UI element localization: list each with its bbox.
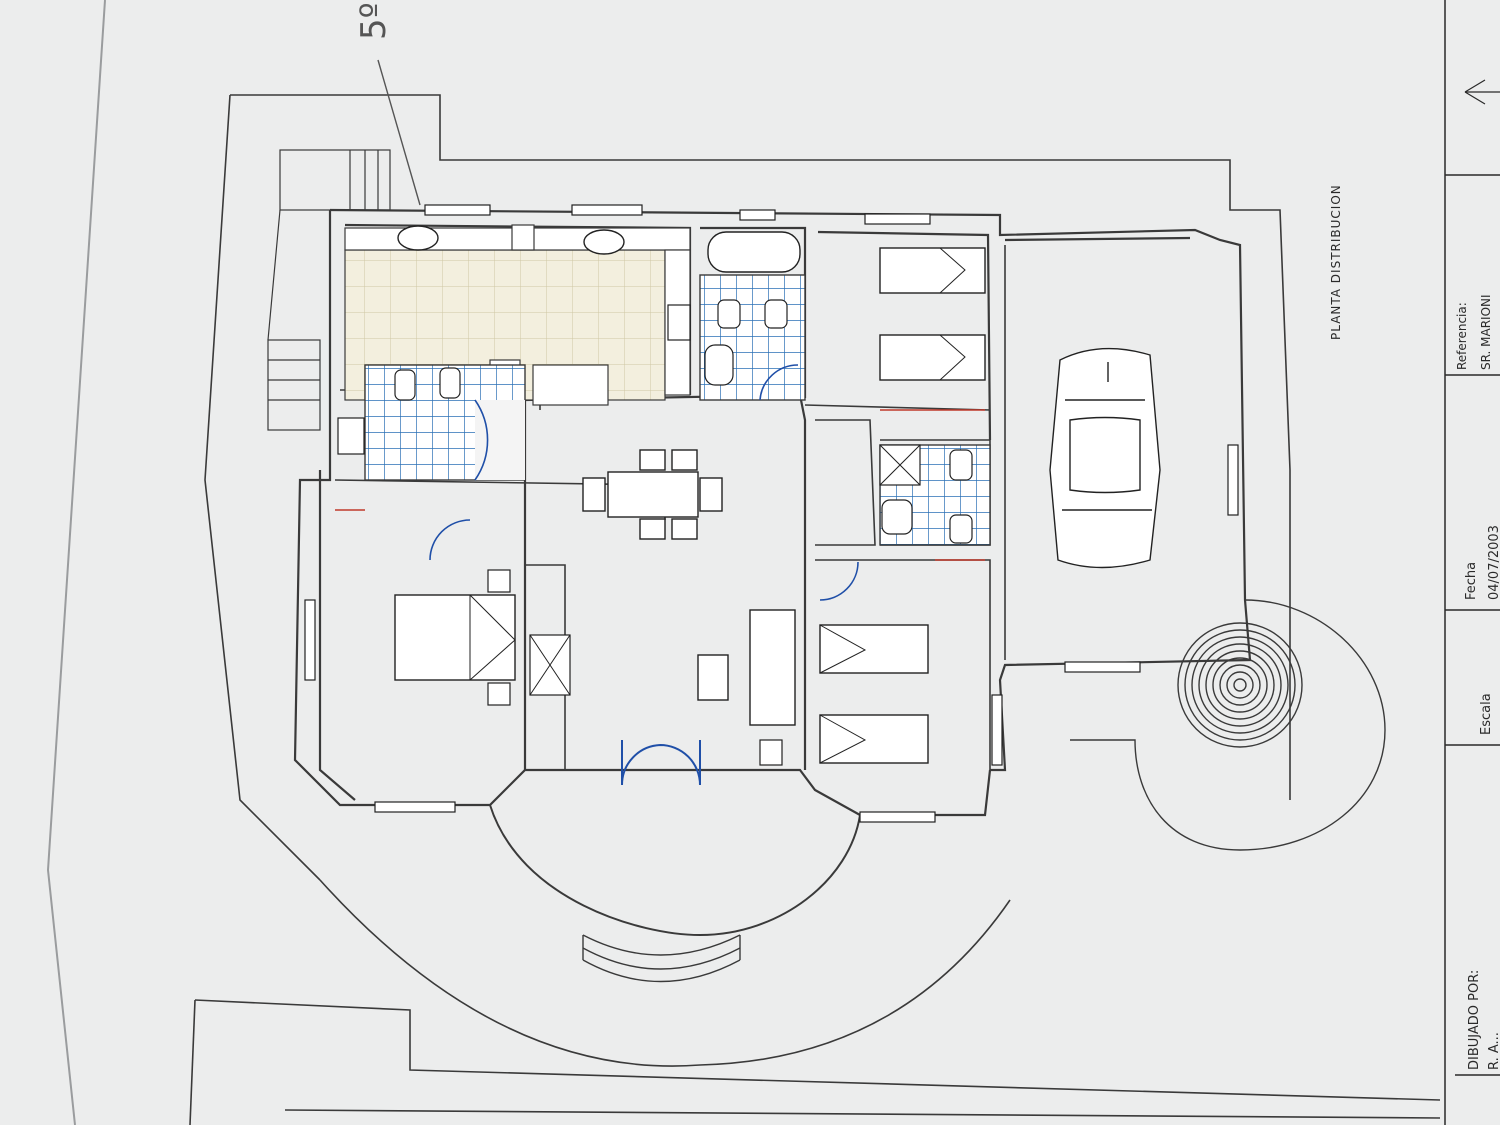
- sink-icon: [397, 225, 439, 251]
- round-terrace: [1070, 599, 1386, 851]
- bedroom-door-1: [429, 519, 471, 561]
- single-bed-icon-2: [879, 334, 986, 381]
- bidet-icon: [439, 367, 461, 399]
- referencia-label: Referencia:: [1455, 302, 1469, 370]
- sofa-icon: [749, 609, 796, 726]
- dibujado-label: DIBUJADO POR:: [1467, 970, 1482, 1070]
- single-bed-pillow-2: [939, 334, 966, 381]
- windows: [304, 204, 1239, 823]
- washbasin-icon-3: [881, 499, 913, 535]
- single-bed-pillow-4: [819, 714, 867, 764]
- dibujado-value: R. A...: [1487, 1032, 1500, 1070]
- north-arrow-icon: [1464, 79, 1500, 105]
- shower-tray-cross: [879, 444, 921, 486]
- single-bed-icon-4: [819, 714, 929, 764]
- handwritten-note: 5º #: [354, 0, 394, 40]
- kitchen-table: [532, 364, 609, 406]
- bathroom-left-floor: [475, 400, 525, 480]
- coffee-table-icon: [697, 654, 729, 701]
- bidet-icon-2: [764, 299, 788, 329]
- sink-icon-2: [583, 229, 625, 255]
- single-bed-pillow-3: [819, 624, 867, 674]
- washbasin-icon: [337, 417, 365, 455]
- toilet-icon-2: [717, 299, 741, 329]
- hob-icon: [667, 304, 691, 341]
- single-bed-icon-3: [819, 624, 929, 674]
- double-bed-pillow: [469, 594, 516, 681]
- door-markers: [335, 409, 985, 561]
- toilet-icon-3: [949, 449, 973, 481]
- entrance-steps: [582, 934, 741, 983]
- paper-fold-edge: [46, 0, 106, 1125]
- entrance-doors: [620, 740, 701, 786]
- shower-arc: [474, 399, 489, 481]
- bedroom-door-3: [819, 561, 859, 601]
- fireplace-cross: [529, 634, 571, 696]
- bathtub-icon: [707, 231, 801, 273]
- plan-title: PLANTA DISTRIBUCION: [1329, 184, 1343, 340]
- referencia-value: SR. MARIONI: [1479, 294, 1493, 370]
- fridge-icon: [511, 224, 535, 251]
- site-boundary: [189, 94, 1441, 1125]
- double-bed-icon: [394, 594, 516, 681]
- handwritten-arrow: [377, 59, 421, 206]
- escala-label: Escala: [1479, 693, 1494, 735]
- single-bed-pillow: [939, 247, 966, 294]
- nightstand-icon: [487, 569, 511, 593]
- side-table-icon: [759, 739, 783, 766]
- car-icon: [1049, 347, 1161, 569]
- dining-table-group: [582, 449, 723, 540]
- nightstand-icon-2: [487, 682, 511, 706]
- single-bed-icon: [879, 247, 986, 294]
- toilet-icon: [394, 369, 416, 401]
- bathroom-center-door: [759, 364, 799, 401]
- title-block: [1444, 0, 1500, 1125]
- washbasin-icon-2: [704, 344, 734, 386]
- fecha-value: 04/07/2003: [1487, 525, 1500, 600]
- bidet-icon-3: [949, 514, 973, 544]
- side-stairs: [267, 149, 391, 431]
- fecha-label: Fecha: [1464, 562, 1479, 600]
